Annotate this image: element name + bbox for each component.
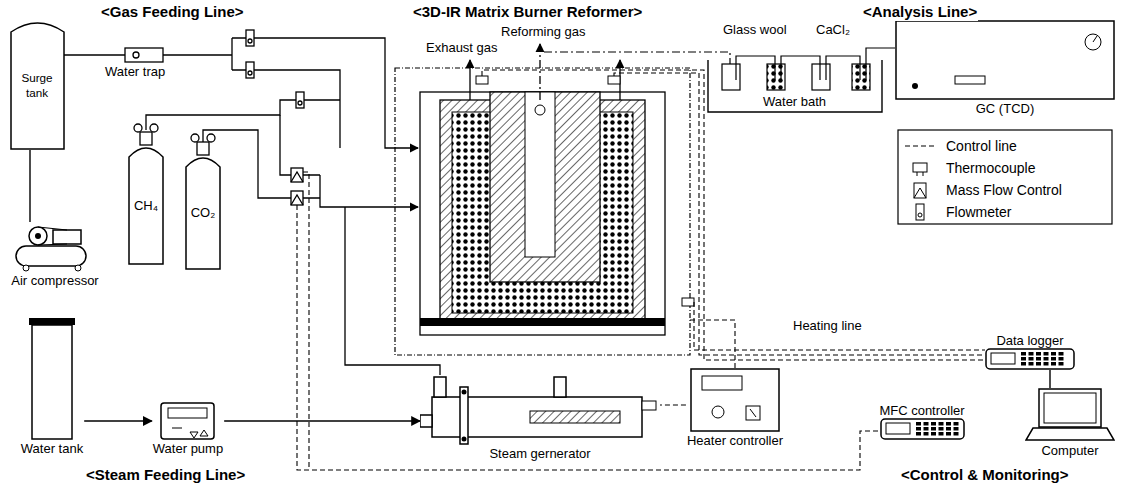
part-label: Water trap <box>104 64 166 79</box>
legend-text: Control line <box>945 138 1018 154</box>
apparatus-node: Steam gernerator <box>420 375 660 461</box>
pipe-connector <box>29 150 30 222</box>
section-heading: <Steam Feeding Line> <box>85 466 246 484</box>
section-heading: <Analysis Line> <box>862 3 978 21</box>
part-label: Glass wool <box>722 22 788 37</box>
apparatus-icon <box>420 375 660 445</box>
apparatus-node: Water tank <box>20 318 84 456</box>
apparatus-icon <box>690 368 780 432</box>
part-label: Water bath <box>762 94 827 109</box>
component-label: Air compressor <box>10 272 99 288</box>
apparatus-node: Heater controller <box>686 368 784 448</box>
part-label: Reforming gas <box>500 24 587 39</box>
gas-piping <box>64 30 440 375</box>
control-lines <box>297 70 985 470</box>
section-heading: <Gas Feeding Line> <box>100 3 245 21</box>
pipe-connector <box>660 404 686 405</box>
apparatus-node: MFC controller <box>878 402 965 440</box>
legend-text: Thermocouple <box>945 160 1037 176</box>
apparatus-icon <box>160 402 215 440</box>
component-label: CH₄ <box>131 198 161 213</box>
part-label: Heating line <box>792 318 863 333</box>
apparatus-icon <box>29 318 75 440</box>
pipe-connector <box>224 420 420 421</box>
apparatus-node: Data logger <box>985 332 1075 370</box>
component-label: Water tank <box>20 440 84 456</box>
component-label: MFC controller <box>878 402 965 418</box>
component-label: CO₂ <box>188 205 219 220</box>
apparatus-node: Surge tank <box>10 20 65 150</box>
analysis-train <box>708 48 895 112</box>
component-label: Data logger <box>995 332 1064 348</box>
part-label: CaCl₂ <box>815 22 851 37</box>
reformer-illustration <box>395 44 730 355</box>
component-label: Steam gernerator <box>488 445 591 461</box>
apparatus-icon <box>1025 388 1115 442</box>
component-label: Heater controller <box>686 432 784 448</box>
component-label: Water pump <box>152 440 224 456</box>
apparatus-icon <box>985 348 1075 370</box>
apparatus-icon <box>880 418 965 440</box>
apparatus-node: GC (TCD) <box>895 20 1115 116</box>
apparatus-icon <box>8 222 103 272</box>
section-heading: <Control & Monitoring> <box>900 466 1069 484</box>
component-label: Computer <box>1040 442 1099 458</box>
pipe-connector <box>84 420 152 421</box>
apparatus-node: CO₂ <box>185 155 221 270</box>
apparatus-node: Air compressor <box>8 222 103 288</box>
component-label: GC (TCD) <box>975 100 1036 116</box>
legend-box <box>898 130 1112 224</box>
part-label: Exhaust gas <box>425 40 499 55</box>
apparatus-node: Water pump <box>152 402 224 456</box>
apparatus-node: Computer <box>1025 388 1115 458</box>
apparatus-icon <box>10 20 65 150</box>
pipe-connector <box>1049 370 1050 388</box>
apparatus-icon <box>895 20 1115 100</box>
section-heading: <3D-IR Matrix Burner Reformer> <box>412 3 643 21</box>
apparatus-node: CH₄ <box>128 145 164 265</box>
component-label: Surge tank <box>10 70 65 100</box>
legend-text: Flowmeter <box>945 204 1012 220</box>
legend-text: Mass Flow Control <box>945 182 1063 198</box>
